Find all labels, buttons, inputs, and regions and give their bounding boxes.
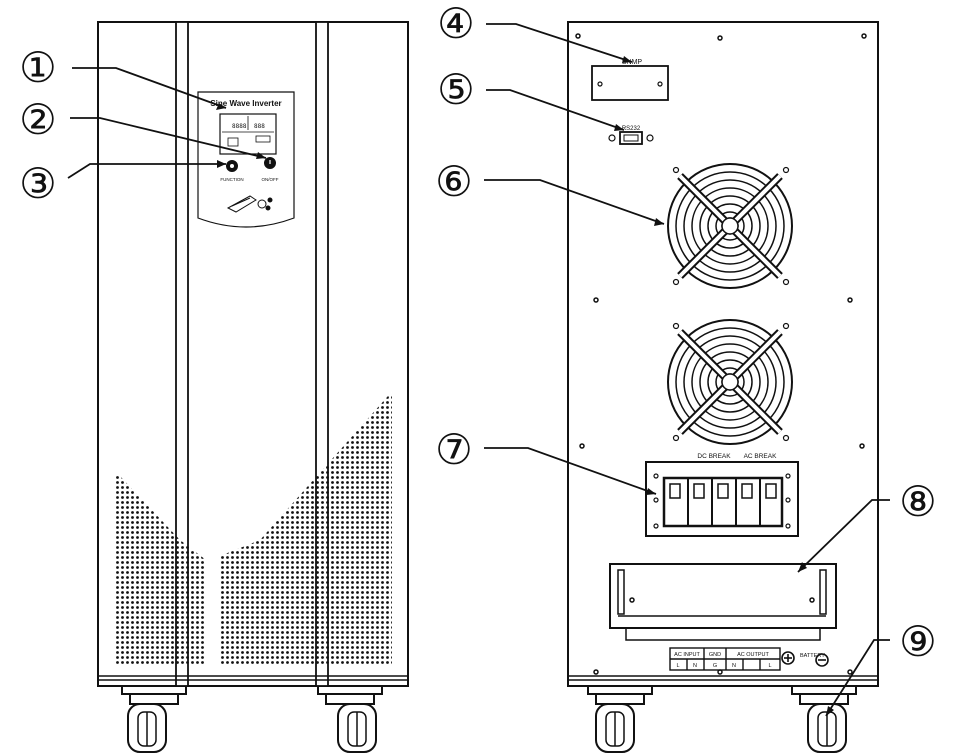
pin-g: G [713, 663, 717, 669]
callout-4: ④ [437, 0, 475, 48]
ac-break-label: AC BREAK [744, 453, 778, 460]
cooling-fan-lower [667, 319, 793, 445]
snmp-label: SNMP [622, 59, 643, 66]
rs232-port: RS232 [608, 126, 654, 145]
front-caster-right [317, 685, 383, 753]
rear-caster-left [587, 685, 653, 753]
battery-terminals: BATTERY [781, 651, 829, 667]
callout-8: ⑧ [899, 477, 937, 526]
pin-l-in: L [676, 663, 679, 669]
front-vent-holes [114, 396, 392, 664]
callout-5: ⑤ [437, 65, 475, 114]
terminal-block: AC INPUT GND AC OUTPUT L N G N L [669, 647, 781, 671]
svg-text:8888: 8888 [232, 123, 247, 130]
function-label: FUNCTION [220, 177, 243, 182]
terminal-ac-input: AC INPUT [674, 652, 700, 658]
onoff-label: ON/OFF [262, 177, 279, 182]
callout-arrowheads [216, 56, 834, 716]
breaker-panel: DC BREAK AC BREAK [645, 453, 799, 537]
pin-l-out: L [768, 663, 771, 669]
callout-3: ③ [19, 159, 57, 208]
front-view: Sine Wave Inverter 8888 888 FUNCTION ON/… [97, 21, 409, 753]
cooling-fan-upper [667, 163, 793, 289]
callout-numbers: ① ② ③ ④ ⑤ ⑥ ⑦ ⑧ ⑨ [19, 0, 937, 666]
rear-caster-right [791, 685, 857, 753]
callout-7: ⑦ [435, 425, 473, 474]
rear-screws [575, 33, 867, 675]
panel-title: Sine Wave Inverter [210, 99, 281, 108]
battery-label: BATTERY [800, 653, 825, 659]
pin-n-in: N [693, 663, 697, 669]
dc-break-label: DC BREAK [697, 453, 731, 460]
battery-positive-icon [781, 651, 795, 665]
callout-9: ⑨ [899, 617, 937, 666]
svg-text:888: 888 [254, 123, 265, 130]
rear-view: SNMP RS232 [567, 21, 879, 753]
callout-lines [67, 23, 890, 717]
battery-negative-icon [815, 653, 829, 667]
rs232-label: RS232 [622, 126, 641, 132]
rear-cabinet [567, 21, 879, 687]
callout-1: ① [19, 43, 57, 92]
front-control-panel: Sine Wave Inverter 8888 888 FUNCTION ON/… [197, 91, 295, 228]
terminal-ac-output: AC OUTPUT [737, 652, 769, 658]
callout-6: ⑥ [435, 157, 473, 206]
panel-logo [226, 195, 273, 213]
snmp-slot: SNMP [591, 59, 669, 101]
pin-n-out: N [732, 663, 736, 669]
terminal-gnd: GND [709, 652, 721, 658]
front-caster-left [121, 685, 187, 753]
callout-2: ② [19, 95, 57, 144]
battery-cover [609, 563, 837, 641]
